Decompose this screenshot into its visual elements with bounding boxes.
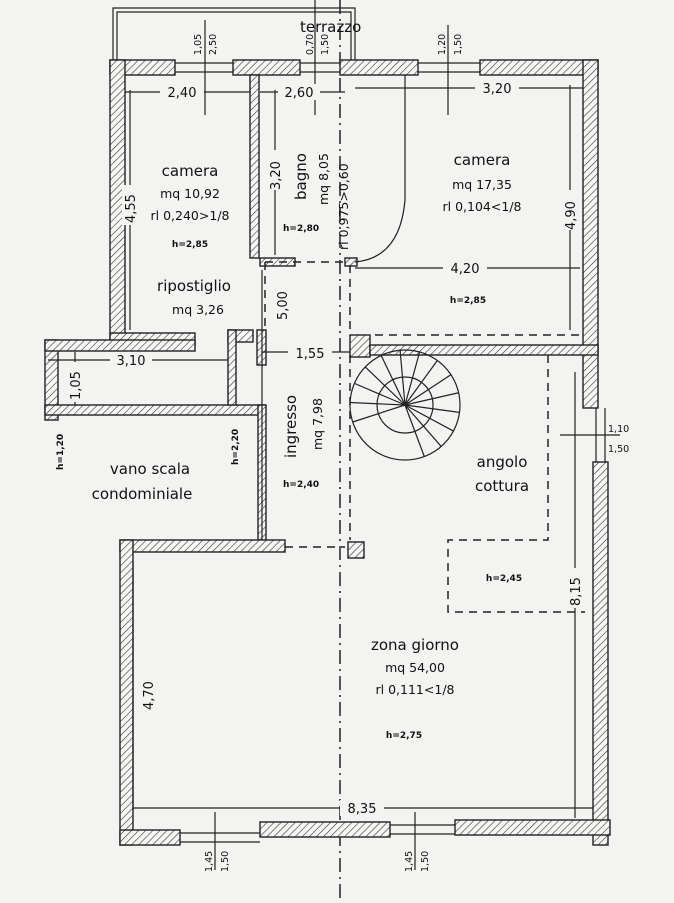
room-height: h=2,40 bbox=[283, 480, 319, 490]
stair-tread bbox=[404, 404, 442, 447]
walls bbox=[44, 59, 611, 846]
room-name: camera bbox=[162, 162, 219, 180]
dim-label: 1,55 bbox=[296, 347, 325, 362]
window-height: 1,50 bbox=[608, 444, 629, 455]
room-camera-right: camera mq 17,35 rl 0,104<1/8 h=2,85 bbox=[443, 151, 522, 306]
room-ripostiglio: ripostiglio mq 3,26 bbox=[157, 277, 231, 317]
room-height: h=2,75 bbox=[386, 731, 422, 741]
stair-tread bbox=[404, 404, 454, 432]
stair-tread bbox=[380, 355, 406, 406]
room-name: ripostiglio bbox=[157, 277, 231, 295]
window-width: 0,70 bbox=[305, 34, 316, 55]
window-width: 1,10 bbox=[608, 424, 629, 435]
stair-tread bbox=[404, 351, 421, 406]
room-bagno: bagno mq 8,05 rl 0,975>0,60 h=2,80 bbox=[283, 153, 351, 250]
stair-tread bbox=[399, 350, 406, 406]
window-height: 1,50 bbox=[220, 851, 231, 872]
dim-label: 4,55 bbox=[124, 194, 139, 223]
room-ratio: rl 0,240>1/8 bbox=[151, 208, 230, 223]
room-angolo-cottura: angolo cottura h=2,45 bbox=[475, 453, 529, 584]
room-area: mq 17,35 bbox=[452, 177, 512, 192]
room-area: mq 7,98 bbox=[310, 398, 325, 450]
room-ingresso: ingresso mq 7,98 h=2,40 bbox=[282, 395, 325, 490]
room-height: h=2,85 bbox=[450, 296, 486, 306]
stair-tread bbox=[404, 392, 459, 406]
spiral-staircase bbox=[349, 349, 461, 461]
room-name-line1: angolo bbox=[477, 453, 528, 471]
room-area: mq 10,92 bbox=[160, 186, 220, 201]
room-area: mq 54,00 bbox=[385, 660, 445, 675]
dim-label: 2,60 bbox=[285, 86, 314, 101]
dimension-labels: 2,40 2,60 3,20 4,55 3,20 4,90 4,20 5,00 … bbox=[67, 80, 584, 817]
room-name: camera bbox=[454, 151, 511, 169]
room-height: h=2,80 bbox=[283, 224, 319, 234]
stair-tread bbox=[350, 401, 406, 406]
stair-tread bbox=[354, 382, 406, 406]
window-height: 1,50 bbox=[453, 34, 464, 55]
window-height: 1,50 bbox=[320, 34, 331, 55]
room-area: mq 3,26 bbox=[172, 302, 224, 317]
room-name: ingresso bbox=[282, 395, 300, 458]
window-width: 1,05 bbox=[193, 34, 204, 55]
room-area: mq 8,05 bbox=[316, 153, 331, 205]
dim-label: 3,20 bbox=[483, 82, 512, 97]
room-ratio: rl 0,111<1/8 bbox=[376, 682, 455, 697]
dim-label: 4,70 bbox=[142, 681, 157, 710]
room-name: zona giorno bbox=[371, 636, 459, 654]
stair-tread bbox=[404, 374, 452, 406]
window-labels: 1,05 2,50 0,70 1,50 1,20 1,50 1,10 1,50 … bbox=[193, 34, 629, 872]
dim-label: 2,40 bbox=[168, 86, 197, 101]
room-name-line2: cottura bbox=[475, 477, 529, 495]
dim-label: 3,10 bbox=[117, 354, 146, 369]
stair-tread bbox=[404, 360, 438, 406]
room-ratio: rl 0,104<1/8 bbox=[443, 199, 522, 214]
window-width: 1,45 bbox=[404, 851, 415, 872]
window-height: 1,50 bbox=[420, 851, 431, 872]
dashed-outlines bbox=[264, 261, 585, 613]
stair-tread bbox=[404, 404, 460, 413]
room-name-line1: vano scala bbox=[110, 460, 190, 478]
room-name-line2: condominiale bbox=[92, 485, 193, 503]
dimension-lines bbox=[48, 0, 620, 870]
window-height: 2,50 bbox=[208, 34, 219, 55]
window-width: 1,20 bbox=[437, 34, 448, 55]
room-height: h=2,45 bbox=[486, 574, 522, 584]
room-height-left: h=1,20 bbox=[56, 434, 66, 470]
terrace bbox=[112, 7, 356, 60]
room-height: h=2,85 bbox=[172, 240, 208, 250]
stair-tread bbox=[352, 404, 406, 423]
dim-label: 1,05 bbox=[69, 371, 84, 400]
room-name: bagno bbox=[292, 153, 310, 200]
room-vano-scala: vano scala condominiale h=1,20 h=2,20 bbox=[56, 429, 241, 503]
stair-tread bbox=[364, 366, 406, 406]
room-ratio: rl 0,975>0,60 bbox=[336, 163, 351, 250]
window-width: 1,45 bbox=[204, 851, 215, 872]
dim-label: 4,20 bbox=[451, 262, 480, 277]
terrazzo-label: terrazzo bbox=[300, 18, 361, 36]
stair-tread bbox=[404, 404, 425, 457]
dim-label: 8,15 bbox=[569, 577, 584, 606]
dim-label: 4,90 bbox=[564, 201, 579, 230]
dim-label: 8,35 bbox=[348, 802, 377, 817]
dim-label: 3,20 bbox=[269, 161, 284, 190]
dim-label: 5,00 bbox=[276, 291, 291, 320]
room-camera-left: camera mq 10,92 rl 0,240>1/8 h=2,85 bbox=[151, 162, 230, 250]
room-zona-giorno: zona giorno mq 54,00 rl 0,111<1/8 h=2,75 bbox=[371, 636, 459, 741]
room-height-right: h=2,20 bbox=[231, 429, 241, 465]
